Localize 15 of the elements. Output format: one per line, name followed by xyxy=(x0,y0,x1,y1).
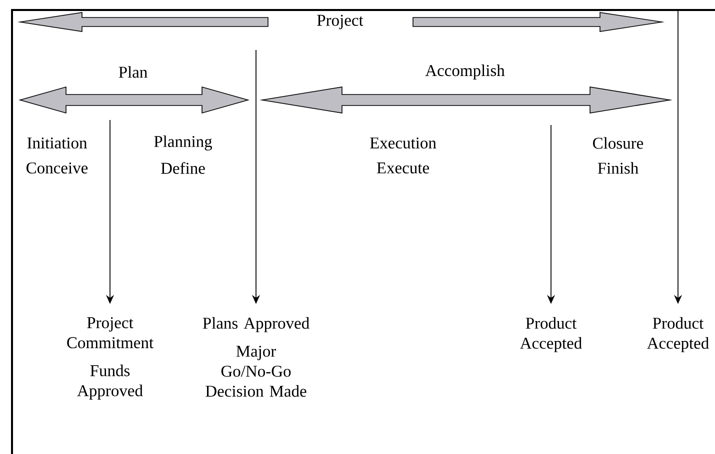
phase-label: Conceive xyxy=(26,162,88,174)
phase-label: Define xyxy=(161,162,205,174)
phase-label: Accomplish xyxy=(425,64,505,80)
phase-label: Planning xyxy=(154,135,212,150)
phase-label: Finish xyxy=(598,162,638,174)
phase-label: Closure xyxy=(593,137,644,149)
phase-label: Plan xyxy=(118,66,148,78)
milestone-text: Plans Approved Major Go/No-Go Decision Made xyxy=(202,317,310,397)
phase-label: Project xyxy=(317,14,364,30)
phase-label: Execution xyxy=(370,137,436,149)
phase-label: Execute xyxy=(376,162,429,174)
phase-label: Initiation xyxy=(27,137,88,149)
milestone-text: Project Commitment Funds Approved xyxy=(67,317,154,400)
milestone-text: Product Accepted xyxy=(647,317,709,352)
milestone-text: Product Accepted xyxy=(520,317,582,352)
